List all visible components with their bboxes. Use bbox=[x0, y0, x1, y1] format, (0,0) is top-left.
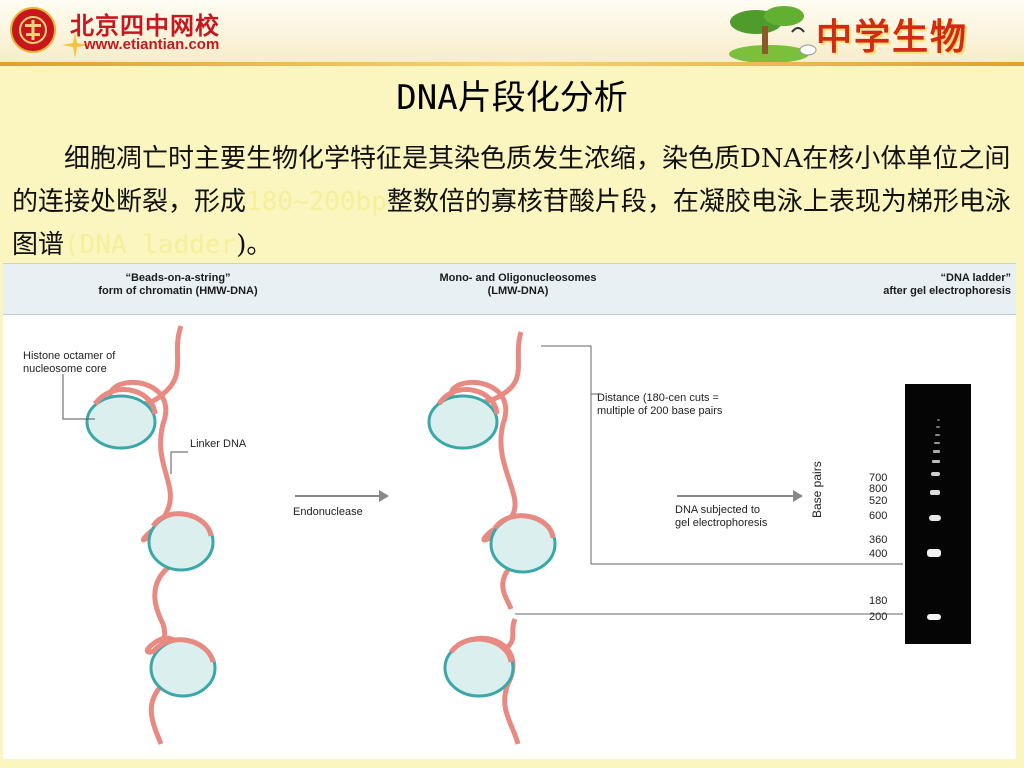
tree-logo-icon bbox=[729, 6, 817, 63]
paragraph-text-1: 细胞凋亡时主要生物化学特征是其染色质发生浓缩，染色质DNA在核小体单位之间的连接… bbox=[12, 144, 1011, 217]
label-subjected-line2: gel electrophoresis bbox=[675, 517, 768, 529]
paragraph-highlight-bp: 180~200bp bbox=[246, 187, 387, 217]
arrow-icon bbox=[677, 490, 803, 502]
caption-beads-line1: “Beads-on-a-string” bbox=[125, 272, 231, 284]
bp-label-360: 360 bbox=[869, 534, 888, 546]
gel-ladder-image bbox=[905, 384, 971, 644]
bp-label-700: 700 bbox=[869, 472, 888, 484]
label-subjected-line1: DNA subjected to bbox=[675, 504, 760, 516]
label-base-pairs-axis: Base pairs bbox=[810, 461, 824, 518]
label-distance-line1: Distance (180-cen cuts = bbox=[597, 392, 719, 404]
slide-title: DNA片段化分析 bbox=[396, 78, 628, 118]
figure-caption-bar bbox=[3, 264, 1016, 315]
figure-diagram bbox=[62, 325, 971, 745]
header-bar: 北京四中网校 www.etiantian.com 中学生物 bbox=[0, 0, 1024, 66]
arrow-icon bbox=[295, 490, 389, 502]
caption-nucleosomes-line1: Mono- and Oligonucleosomes bbox=[439, 272, 597, 284]
caption-beads: “Beads-on-a-string” form of chromatin (H… bbox=[63, 272, 293, 298]
caption-ladder-line1: “DNA ladder” bbox=[940, 272, 1012, 284]
bp-label-520: 520 bbox=[869, 495, 888, 507]
bottom-strip bbox=[0, 759, 1024, 768]
school-url: www.etiantian.com bbox=[84, 36, 220, 53]
school-logo-icon bbox=[10, 7, 56, 53]
bp-label-200: 200 bbox=[869, 611, 888, 623]
caption-ladder: “DNA ladder” after gel electrophoresis bbox=[811, 272, 1011, 298]
label-subjected: DNA subjected to gel electrophoresis bbox=[675, 504, 767, 530]
label-endonuclease: Endonuclease bbox=[293, 506, 363, 518]
caption-beads-line2: form of chromatin (HMW-DNA) bbox=[98, 285, 258, 297]
bp-label-600: 600 bbox=[869, 510, 888, 522]
bp-label-400: 400 bbox=[869, 548, 888, 560]
label-histone: Histone octamer of nucleosome core bbox=[23, 350, 115, 376]
caption-nucleosomes-line2: (LMW-DNA) bbox=[487, 285, 549, 297]
brand-title: 中学生物 bbox=[816, 17, 969, 58]
slide-paragraph: 细胞凋亡时主要生物化学特征是其染色质发生浓缩，染色质DNA在核小体单位之间的连接… bbox=[12, 138, 1012, 267]
chromatin-middle bbox=[427, 331, 557, 745]
label-linker-dna: Linker DNA bbox=[190, 438, 247, 450]
chromatin-left bbox=[85, 325, 217, 745]
paragraph-highlight-ladder: (DNA ladder bbox=[64, 230, 237, 260]
bp-label-180: 180 bbox=[869, 595, 888, 607]
label-histone-line2: nucleosome core bbox=[23, 363, 107, 375]
label-distance: Distance (180-cen cuts = multiple of 200… bbox=[597, 392, 722, 418]
dna-fragmentation-figure: “Beads-on-a-string” form of chromatin (H… bbox=[3, 263, 1016, 760]
caption-nucleosomes: Mono- and Oligonucleosomes (LMW-DNA) bbox=[403, 272, 633, 298]
sparkle-icon bbox=[62, 32, 88, 58]
label-histone-line1: Histone octamer of bbox=[23, 350, 116, 362]
paragraph-text-3: )。 bbox=[236, 230, 273, 260]
paragraph-text-2: 整数倍的寡核苷酸片段，在凝胶电泳上表现为梯形电泳图谱 bbox=[12, 187, 1011, 260]
school-name: 北京四中网校 bbox=[70, 11, 220, 40]
bp-label-800: 800 bbox=[869, 483, 888, 495]
caption-ladder-line2: after gel electrophoresis bbox=[883, 285, 1011, 297]
label-distance-line2: multiple of 200 base pairs bbox=[597, 405, 723, 417]
